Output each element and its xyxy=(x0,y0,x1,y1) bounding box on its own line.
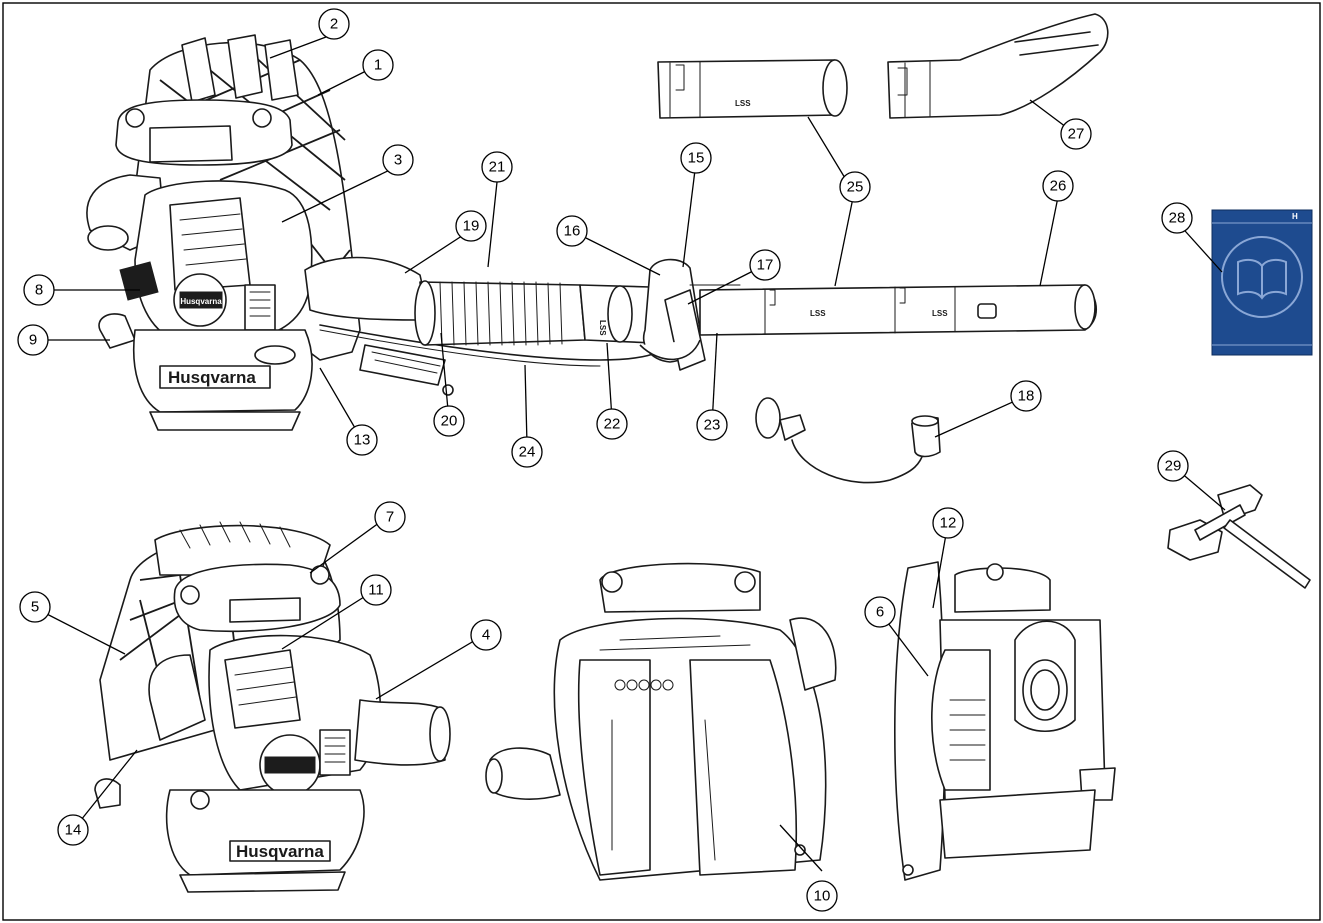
callout-3: 3 xyxy=(382,144,414,176)
callout-26: 26 xyxy=(1042,170,1074,202)
svg-text:19: 19 xyxy=(463,218,480,235)
brand-logo-front: Husqvarna xyxy=(236,842,324,861)
svg-text:11: 11 xyxy=(368,582,384,599)
callout-13: 13 xyxy=(346,424,378,456)
svg-text:13: 13 xyxy=(354,432,371,449)
svg-text:23: 23 xyxy=(704,417,721,434)
svg-text:15: 15 xyxy=(688,150,705,167)
tube-marking-1: LSS xyxy=(598,320,607,336)
blower-unit-side: Husqvarna xyxy=(94,521,451,893)
callout-17: 17 xyxy=(749,249,781,281)
callout-12: 12 xyxy=(932,507,964,539)
svg-text:5: 5 xyxy=(31,599,39,616)
callout-20: 20 xyxy=(433,405,465,437)
svg-text:4: 4 xyxy=(482,627,490,644)
combination-wrench-29 xyxy=(1167,484,1311,589)
callout-27: 27 xyxy=(1060,118,1092,150)
callout-28: 28 xyxy=(1161,202,1193,234)
svg-text:2: 2 xyxy=(330,16,338,33)
callout-10: 10 xyxy=(806,880,838,912)
leader-lines xyxy=(38,33,1226,872)
callout-19: 19 xyxy=(455,210,487,242)
callout-23: 23 xyxy=(696,409,728,441)
book-icon-ring xyxy=(1221,236,1303,318)
callout-2: 2 xyxy=(318,8,350,40)
blower-unit-back xyxy=(485,562,837,881)
svg-text:10: 10 xyxy=(814,888,831,905)
callout-6: 6 xyxy=(864,596,896,628)
blower-unit-front: Husqvarna Husqvarna xyxy=(86,34,431,431)
callout-14: 14 xyxy=(57,814,89,846)
operators-manual-28: H xyxy=(1211,209,1313,356)
svg-text:14: 14 xyxy=(65,822,82,839)
svg-text:29: 29 xyxy=(1165,458,1182,475)
svg-text:20: 20 xyxy=(441,413,458,430)
callout-21: 21 xyxy=(481,151,513,183)
callout-11: 11 xyxy=(360,574,392,606)
round-nozzle-25: LSS xyxy=(657,59,848,119)
svg-text:6: 6 xyxy=(876,604,884,621)
svg-text:24: 24 xyxy=(519,444,536,461)
control-cable-18 xyxy=(755,397,941,484)
callout-24: 24 xyxy=(511,436,543,468)
callout-22: 22 xyxy=(596,408,628,440)
callout-16: 16 xyxy=(556,215,588,247)
svg-text:1: 1 xyxy=(374,57,382,74)
tube-marking-2: LSS xyxy=(810,309,826,318)
flat-nozzle-27 xyxy=(887,13,1109,119)
callout-4: 4 xyxy=(470,619,502,651)
blower-tube-assembly: LSS LSS LSS xyxy=(319,258,1098,396)
svg-text:18: 18 xyxy=(1018,388,1035,405)
tube-marking-4: LSS xyxy=(735,99,751,108)
svg-text:16: 16 xyxy=(564,223,581,240)
svg-text:12: 12 xyxy=(940,515,957,532)
callout-29: 29 xyxy=(1157,450,1189,482)
book-icon xyxy=(1237,258,1287,300)
callout-8: 8 xyxy=(23,274,55,306)
svg-text:22: 22 xyxy=(604,416,621,433)
manual-brand-mark: H xyxy=(1292,212,1298,221)
svg-text:7: 7 xyxy=(386,509,394,526)
engine-badge: Husqvarna xyxy=(180,297,222,306)
callout-1: 1 xyxy=(362,49,394,81)
callout-18: 18 xyxy=(1010,380,1042,412)
callout-9: 9 xyxy=(17,324,49,356)
svg-text:28: 28 xyxy=(1169,210,1186,227)
brand-logo-rear: Husqvarna xyxy=(168,368,256,387)
svg-text:9: 9 xyxy=(29,332,37,349)
callout-7: 7 xyxy=(374,501,406,533)
callout-15: 15 xyxy=(680,142,712,174)
tube-marking-3: LSS xyxy=(932,309,948,318)
svg-text:17: 17 xyxy=(757,257,774,274)
blower-unit-right-side xyxy=(894,561,1116,881)
svg-text:21: 21 xyxy=(489,159,506,176)
svg-text:25: 25 xyxy=(847,179,864,196)
svg-text:3: 3 xyxy=(394,152,402,169)
svg-text:27: 27 xyxy=(1068,126,1085,143)
callout-5: 5 xyxy=(19,591,51,623)
svg-text:8: 8 xyxy=(35,282,43,299)
svg-text:26: 26 xyxy=(1050,178,1067,195)
callout-25: 25 xyxy=(839,171,871,203)
